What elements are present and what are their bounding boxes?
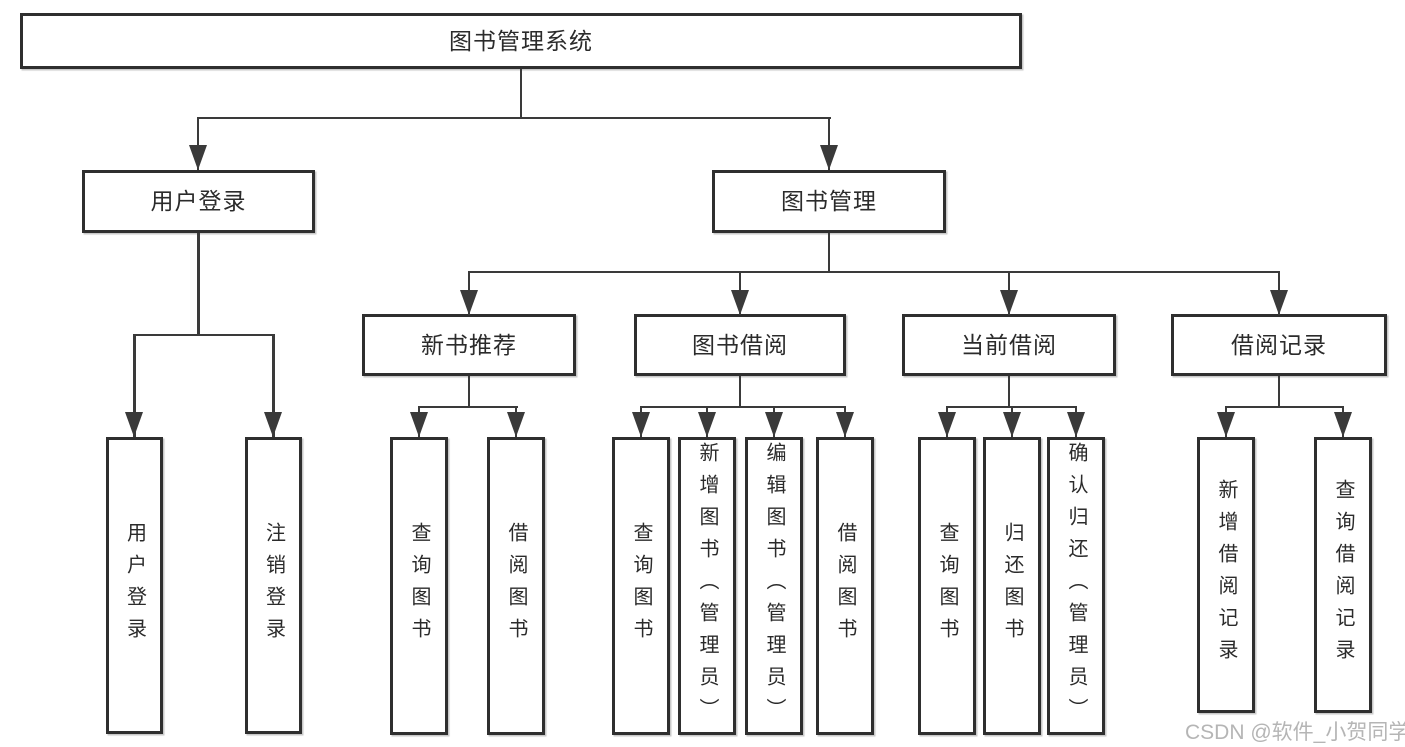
- connector-bookborrow-stem: [738, 376, 742, 407]
- node-book-management: 图书管理: [712, 170, 946, 233]
- csdn-watermark: CSDN @软件_小贺同学: [1185, 721, 1405, 744]
- node-label: 图书管理系统: [449, 27, 593, 54]
- node-label: 查询图书: [936, 522, 958, 650]
- connector-records-stem: [1277, 376, 1281, 407]
- arrow-down-icon: [1066, 412, 1085, 437]
- node-borrowing-records: 借阅记录: [1171, 314, 1387, 376]
- node-label: 借阅图书: [834, 522, 856, 650]
- node-label: 编辑图书（管理员）: [763, 442, 785, 730]
- connector-drop-user-login: [196, 117, 200, 170]
- node-label: 新增借阅记录: [1215, 479, 1237, 671]
- node-label: 图书管理: [781, 188, 877, 214]
- node-leaf-user-login: 用户登录: [106, 437, 163, 734]
- connector-newbook-stem: [467, 376, 471, 407]
- arrow-down-icon: [937, 412, 956, 437]
- node-label: 用户登录: [123, 521, 146, 650]
- node-leaf-record-query: 查询借阅记录: [1314, 437, 1372, 713]
- connector-drop-leaf-logout: [272, 334, 275, 437]
- connector-mgmt-stem: [827, 233, 831, 272]
- arrow-down-icon: [697, 412, 716, 437]
- node-leaf-current-return: 归还图书: [983, 437, 1041, 735]
- arrow-down-icon: [631, 412, 650, 437]
- node-label: 注销登录: [262, 521, 285, 650]
- connector-newbook-bar: [417, 405, 518, 409]
- node-label: 借阅记录: [1231, 331, 1327, 358]
- connector-drop-book-management: [827, 117, 831, 170]
- arrow-down-icon: [409, 412, 428, 437]
- arrow-down-icon: [506, 412, 525, 437]
- arrow-down-icon: [730, 290, 749, 315]
- node-root-library-system: 图书管理系统: [20, 13, 1022, 69]
- node-new-book-recommend: 新书推荐: [362, 314, 576, 376]
- node-label: 查询图书: [408, 522, 430, 650]
- node-user-login: 用户登录: [82, 170, 315, 233]
- arrow-down-icon: [1002, 412, 1021, 437]
- node-leaf-record-add: 新增借阅记录: [1197, 437, 1255, 713]
- arrow-down-icon: [1333, 412, 1352, 437]
- connector-root-stem: [519, 69, 523, 118]
- node-label: 借阅图书: [505, 522, 527, 650]
- connector-userlogin-bar: [133, 333, 276, 337]
- connector-currentborrow-stem: [1007, 376, 1011, 407]
- arrow-down-icon: [1216, 412, 1235, 437]
- connector-mgmt-bar: [467, 270, 1281, 274]
- node-leaf-borrow-add-admin: 新增图书（管理员）: [678, 437, 736, 735]
- connector-drop-leaf-login: [133, 334, 136, 437]
- node-leaf-newbook-query: 查询图书: [390, 437, 448, 735]
- node-leaf-borrow-borrow: 借阅图书: [816, 437, 874, 735]
- arrow-down-icon: [188, 145, 207, 170]
- node-leaf-current-query: 查询图书: [918, 437, 976, 735]
- arrow-down-icon: [125, 412, 143, 437]
- connector-records-bar: [1224, 405, 1345, 409]
- node-current-borrowing: 当前借阅: [902, 314, 1116, 376]
- arrow-down-icon: [999, 290, 1018, 315]
- arrow-down-icon: [764, 412, 783, 437]
- node-label: 新增图书（管理员）: [696, 442, 718, 730]
- arrow-down-icon: [819, 145, 838, 170]
- node-label: 确认归还（管理员）: [1065, 442, 1087, 730]
- node-label: 归还图书: [1001, 522, 1023, 650]
- node-label: 查询借阅记录: [1332, 479, 1354, 671]
- node-leaf-logout: 注销登录: [245, 437, 302, 734]
- node-label: 用户登录: [150, 188, 247, 214]
- arrow-down-icon: [1269, 290, 1288, 315]
- node-label: 查询图书: [630, 522, 652, 650]
- node-leaf-borrow-query: 查询图书: [612, 437, 670, 735]
- connector-root-bar: [196, 116, 831, 120]
- node-leaf-newbook-borrow: 借阅图书: [487, 437, 545, 735]
- node-book-borrowing: 图书借阅: [634, 314, 846, 376]
- node-leaf-borrow-edit-admin: 编辑图书（管理员）: [745, 437, 803, 735]
- arrow-down-icon: [835, 412, 854, 437]
- node-label: 新书推荐: [421, 331, 517, 358]
- node-label: 当前借阅: [961, 331, 1057, 358]
- connector-userlogin-stem: [197, 233, 200, 335]
- arrow-down-icon: [459, 290, 478, 315]
- connector-bookborrow-bar: [639, 405, 847, 409]
- node-leaf-current-confirm-admin: 确认归还（管理员）: [1047, 437, 1105, 735]
- arrow-down-icon: [264, 412, 282, 437]
- node-label: 图书借阅: [692, 331, 788, 358]
